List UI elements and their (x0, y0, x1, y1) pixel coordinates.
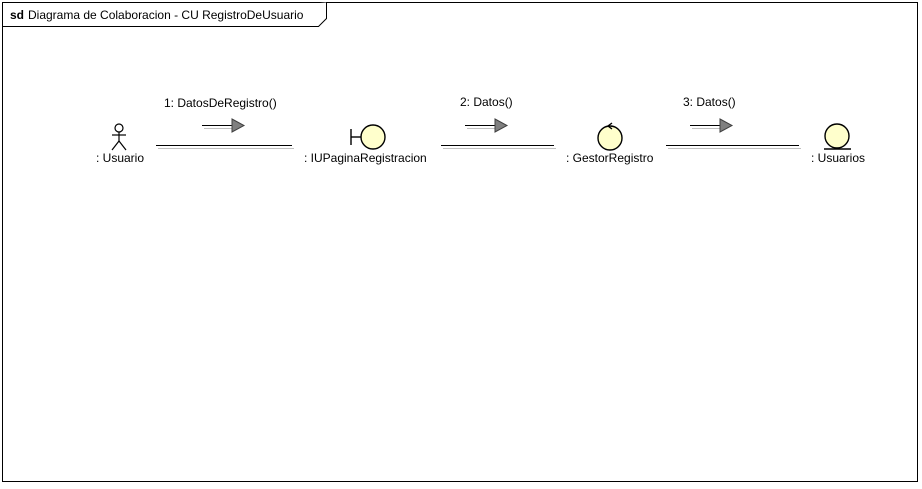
boundary-iupaginaregistracion-label: : IUPaginaRegistracion (304, 151, 427, 165)
entity-icon (824, 123, 851, 150)
control-gestorregistro-label: : GestorRegistro (566, 151, 654, 165)
entity-usuarios[interactable]: : Usuarios (811, 123, 865, 165)
actor-usuario[interactable]: : Usuario (96, 123, 144, 165)
actor-usuario-label: : Usuario (96, 151, 144, 165)
message-1-label: 1: DatosDeRegistro() (164, 96, 277, 110)
link-gestor-usuarios (666, 145, 801, 149)
message-1: 1: DatosDeRegistro() (164, 96, 277, 133)
message-2-label: 2: Datos() (460, 95, 513, 109)
boundary-iupaginaregistracion[interactable]: : IUPaginaRegistracion (304, 124, 427, 165)
message-2-arrow-head (494, 118, 509, 133)
entity-usuarios-label: : Usuarios (811, 151, 865, 165)
message-3-label: 3: Datos() (683, 95, 736, 109)
frame-keyword: sd (10, 8, 24, 22)
link-iupagina-gestor (441, 145, 556, 149)
message-3: 3: Datos() (683, 95, 736, 133)
frame-title-tab (2, 2, 327, 27)
control-icon (597, 122, 623, 151)
link-usuario-iupagina (156, 145, 294, 149)
actor-icon (111, 123, 127, 151)
message-1-arrow-head (231, 118, 246, 133)
message-2: 2: Datos() (460, 95, 513, 133)
control-gestorregistro[interactable]: : GestorRegistro (566, 122, 654, 165)
diagram-border (2, 2, 918, 482)
boundary-icon (350, 124, 386, 150)
message-3-arrow-head (719, 118, 734, 133)
frame-title: Diagrama de Colaboracion - CU RegistroDe… (28, 8, 304, 22)
